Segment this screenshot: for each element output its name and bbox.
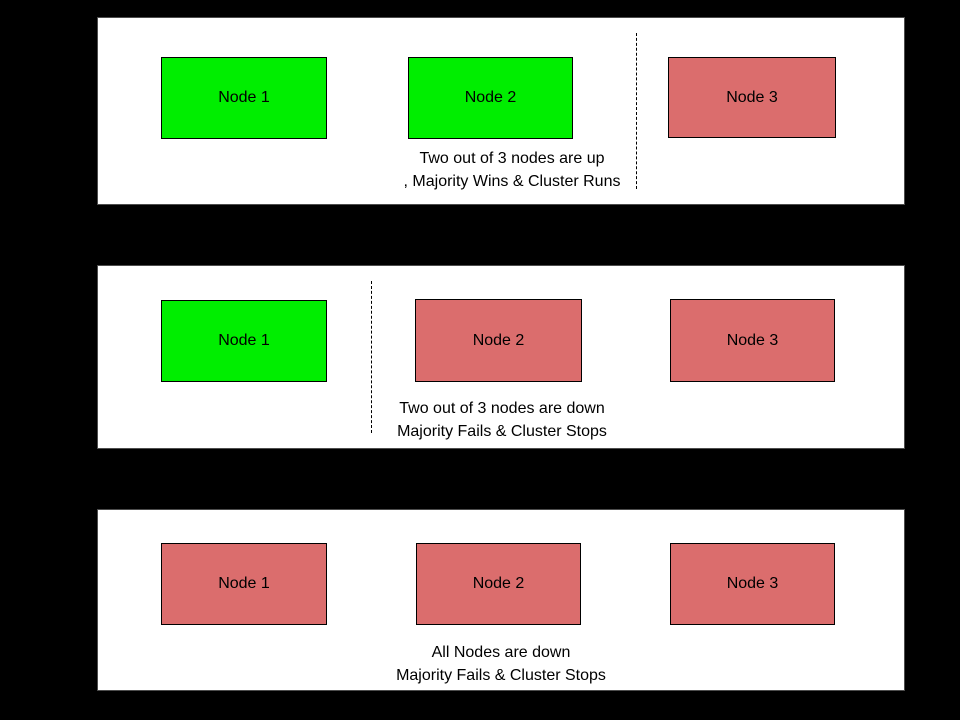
panel-majority-up: Node 1 Node 2 Node 3 Two out of 3 nodes … xyxy=(97,17,905,205)
panel-majority-down: Node 1 Node 2 Node 3 Two out of 3 nodes … xyxy=(97,265,905,449)
panel1-caption-line2: , Majority Wins & Cluster Runs xyxy=(403,173,621,190)
panel1-caption: Two out of 3 nodes are up , Majority Win… xyxy=(404,147,621,193)
panel1-node3-box: Node 3 xyxy=(668,57,836,138)
panel2-caption: Two out of 3 nodes are down Majority Fai… xyxy=(397,397,607,443)
panel2-node1-label: Node 1 xyxy=(218,332,270,349)
panel1-partition-dashed-line xyxy=(636,33,637,189)
panel2-node2-box: Node 2 xyxy=(415,299,582,382)
panel1-caption-line1: Two out of 3 nodes are up xyxy=(419,150,605,167)
panel2-node3-box: Node 3 xyxy=(670,299,835,382)
panel2-node3-label: Node 3 xyxy=(726,331,779,349)
panel2-node1-box: Node 1 xyxy=(161,300,327,382)
panel2-node2-label: Node 2 xyxy=(472,331,525,349)
panel1-node1-label: Node 1 xyxy=(218,89,270,106)
panel-all-down: Node 1 Node 2 Node 3 All Nodes are down … xyxy=(97,509,905,691)
panel3-caption: All Nodes are down Majority Fails & Clus… xyxy=(396,641,606,687)
panel3-caption-line1: All Nodes are down xyxy=(431,644,571,661)
panel1-node2-box: Node 2 xyxy=(408,57,573,139)
panel1-node1-box: Node 1 xyxy=(161,57,327,139)
panel2-caption-line2: Majority Fails & Cluster Stops xyxy=(397,423,607,440)
panel2-caption-line1: Two out of 3 nodes are down xyxy=(399,400,605,417)
panel3-node2-box: Node 2 xyxy=(416,543,581,625)
panel3-node3-box: Node 3 xyxy=(670,543,835,625)
panel3-caption-line2: Majority Fails & Cluster Stops xyxy=(396,667,606,684)
panel3-node3-label: Node 3 xyxy=(726,575,779,592)
panel3-node1-box: Node 1 xyxy=(161,543,327,625)
panel1-node3-label: Node 3 xyxy=(726,88,778,106)
panel2-partition-dashed-line xyxy=(371,281,372,433)
panel1-node2-label: Node 2 xyxy=(464,89,517,106)
panel3-node1-label: Node 1 xyxy=(218,575,270,592)
panel3-node2-label: Node 2 xyxy=(472,575,525,592)
